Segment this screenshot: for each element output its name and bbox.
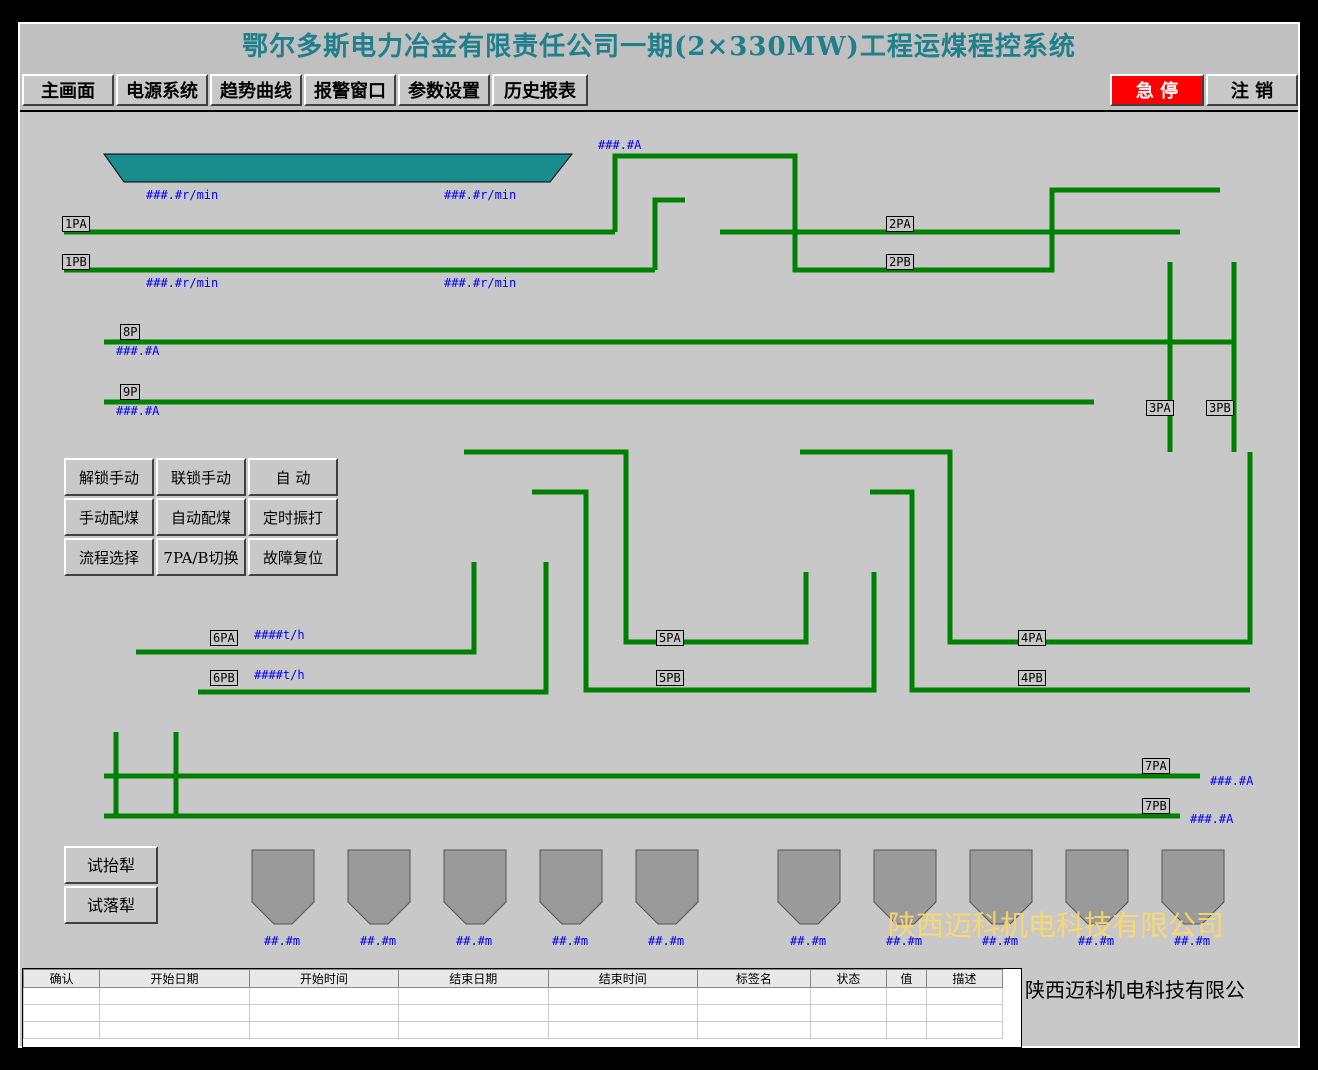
level-readout: ##.#m bbox=[360, 934, 397, 948]
level-readout: ##.#m bbox=[982, 934, 1019, 948]
speed-readout: ###.#r/min bbox=[146, 188, 219, 202]
col-start-date: 开始日期 bbox=[99, 969, 250, 988]
level-readout: ##.#m bbox=[264, 934, 301, 948]
belt-1pa-tag: 1PA bbox=[62, 216, 90, 232]
level-readout: ##.#m bbox=[1174, 934, 1211, 948]
belt-5pb-tag: 5PB bbox=[656, 670, 684, 686]
belt-8p-tag: 8P bbox=[120, 324, 141, 340]
menu-history[interactable]: 历史报表 bbox=[492, 74, 588, 106]
belt-7pb-tag: 7PB bbox=[1142, 798, 1170, 814]
belt-3pb-tag: 3PB bbox=[1206, 400, 1234, 416]
drop-plough-button[interactable]: 试落犁 bbox=[64, 886, 158, 924]
footer-company: 陕西迈科机电科技有限公 bbox=[1025, 978, 1245, 1002]
belt-3pa-tag: 3PA bbox=[1146, 400, 1174, 416]
menu-main[interactable]: 主画面 bbox=[22, 74, 114, 106]
current-readout: ###.#A bbox=[598, 138, 642, 152]
conveyor-diagram bbox=[64, 153, 1253, 925]
belt-4pb-tag: 4PB bbox=[1018, 670, 1046, 686]
menu-bar: 主画面 电源系统 趋势曲线 报警窗口 参数设置 历史报表 急 停 注 销 bbox=[20, 72, 1298, 112]
menu-trend[interactable]: 趋势曲线 bbox=[210, 74, 302, 106]
col-desc: 描述 bbox=[925, 969, 1004, 988]
belt-9p-tag: 9P bbox=[120, 384, 141, 400]
menu-power[interactable]: 电源系统 bbox=[116, 74, 208, 106]
level-readout: ##.#m bbox=[648, 934, 685, 948]
belt-5pa-tag: 5PA bbox=[656, 630, 684, 646]
belt-1pb-tag: 1PB bbox=[62, 254, 90, 270]
flow-readout: ####t/h bbox=[254, 628, 305, 642]
speed-readout: ###.#r/min bbox=[444, 188, 517, 202]
speed-readout: ###.#r/min bbox=[444, 276, 517, 290]
fault-reset-button[interactable]: 故障复位 bbox=[248, 538, 338, 576]
level-readout: ##.#m bbox=[790, 934, 827, 948]
interlock-manual-button[interactable]: 联锁手动 bbox=[156, 458, 246, 496]
menu-alarm[interactable]: 报警窗口 bbox=[304, 74, 396, 106]
flow-select-button[interactable]: 流程选择 bbox=[64, 538, 154, 576]
auto-button[interactable]: 自 动 bbox=[248, 458, 338, 496]
menu-params[interactable]: 参数设置 bbox=[398, 74, 490, 106]
belt-4pa-tag: 4PA bbox=[1018, 630, 1046, 646]
level-readout: ##.#m bbox=[552, 934, 589, 948]
current-readout: ###.#A bbox=[1190, 812, 1234, 826]
speed-readout: ###.#r/min bbox=[146, 276, 219, 290]
level-readout: ##.#m bbox=[1078, 934, 1115, 948]
current-readout: ###.#A bbox=[116, 404, 160, 418]
raise-plough-button[interactable]: 试抬犁 bbox=[64, 846, 158, 884]
col-end-time: 结束时间 bbox=[547, 969, 698, 988]
page-title: 鄂尔多斯电力冶金有限责任公司一期(2×330MW)工程运煤程控系统 bbox=[20, 24, 1298, 72]
emergency-stop-button[interactable]: 急 停 bbox=[1110, 74, 1204, 106]
col-tag: 标签名 bbox=[696, 969, 811, 988]
belt-2pb-tag: 2PB bbox=[886, 254, 914, 270]
belt-2pa-tag: 2PA bbox=[886, 216, 914, 232]
current-readout: ###.#A bbox=[116, 344, 160, 358]
col-end-date: 结束日期 bbox=[398, 969, 549, 988]
belt-6pa-tag: 6PA bbox=[210, 630, 238, 646]
logout-button[interactable]: 注 销 bbox=[1206, 74, 1298, 106]
current-readout: ###.#A bbox=[1210, 774, 1254, 788]
manual-blend-button[interactable]: 手动配煤 bbox=[64, 498, 154, 536]
unlock-manual-button[interactable]: 解锁手动 bbox=[64, 458, 154, 496]
col-start-time: 开始时间 bbox=[248, 969, 400, 988]
col-confirm: 确认 bbox=[22, 969, 101, 988]
level-readout: ##.#m bbox=[886, 934, 923, 948]
auto-blend-button[interactable]: 自动配煤 bbox=[156, 498, 246, 536]
level-readout: ##.#m bbox=[456, 934, 493, 948]
switch-7pab-button[interactable]: 7PA/B切换 bbox=[156, 538, 246, 576]
watermark: 陕西迈科机电科技有限公司 bbox=[888, 909, 1225, 942]
alarm-table: 确认 开始日期 开始时间 结束日期 结束时间 标签名 状态 值 描述 bbox=[22, 968, 1022, 1048]
timed-rapping-button[interactable]: 定时振打 bbox=[248, 498, 338, 536]
col-value: 值 bbox=[886, 969, 927, 988]
flow-readout: ####t/h bbox=[254, 668, 305, 682]
col-state: 状态 bbox=[809, 969, 888, 988]
belt-6pb-tag: 6PB bbox=[210, 670, 238, 686]
hmi-window: 鄂尔多斯电力冶金有限责任公司一期(2×330MW)工程运煤程控系统 主画面 电源… bbox=[18, 22, 1300, 1048]
belt-7pa-tag: 7PA bbox=[1142, 758, 1170, 774]
